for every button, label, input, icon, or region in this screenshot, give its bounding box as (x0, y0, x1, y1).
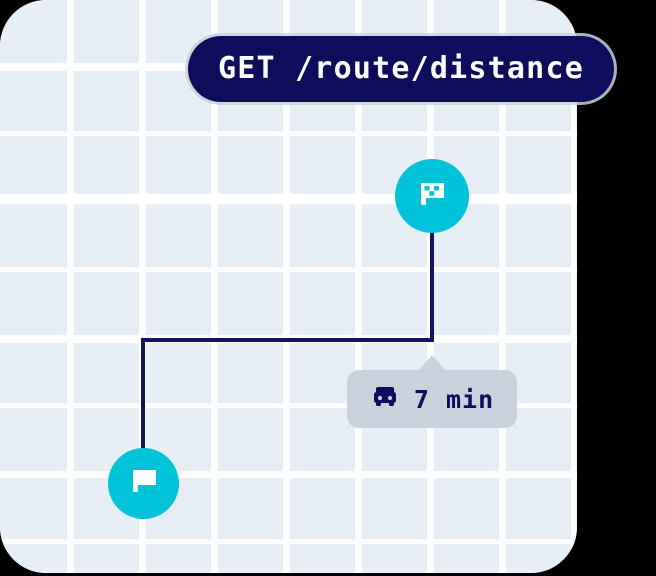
checkered-flag-icon (415, 177, 449, 216)
grid-line-vertical (69, 0, 74, 573)
flag-icon (127, 464, 161, 503)
destination-marker[interactable] (395, 159, 469, 233)
car-icon (370, 382, 400, 417)
endpoint-badge[interactable]: GET /route/distance (188, 36, 614, 102)
start-marker[interactable] (108, 448, 179, 519)
eta-value: 7 min (413, 384, 495, 414)
eta-tooltip[interactable]: 7 min (347, 370, 517, 428)
eta-tooltip-pointer (418, 355, 446, 371)
grid-line-vertical (501, 0, 506, 573)
endpoint-badge-label: GET /route/distance (218, 51, 584, 86)
